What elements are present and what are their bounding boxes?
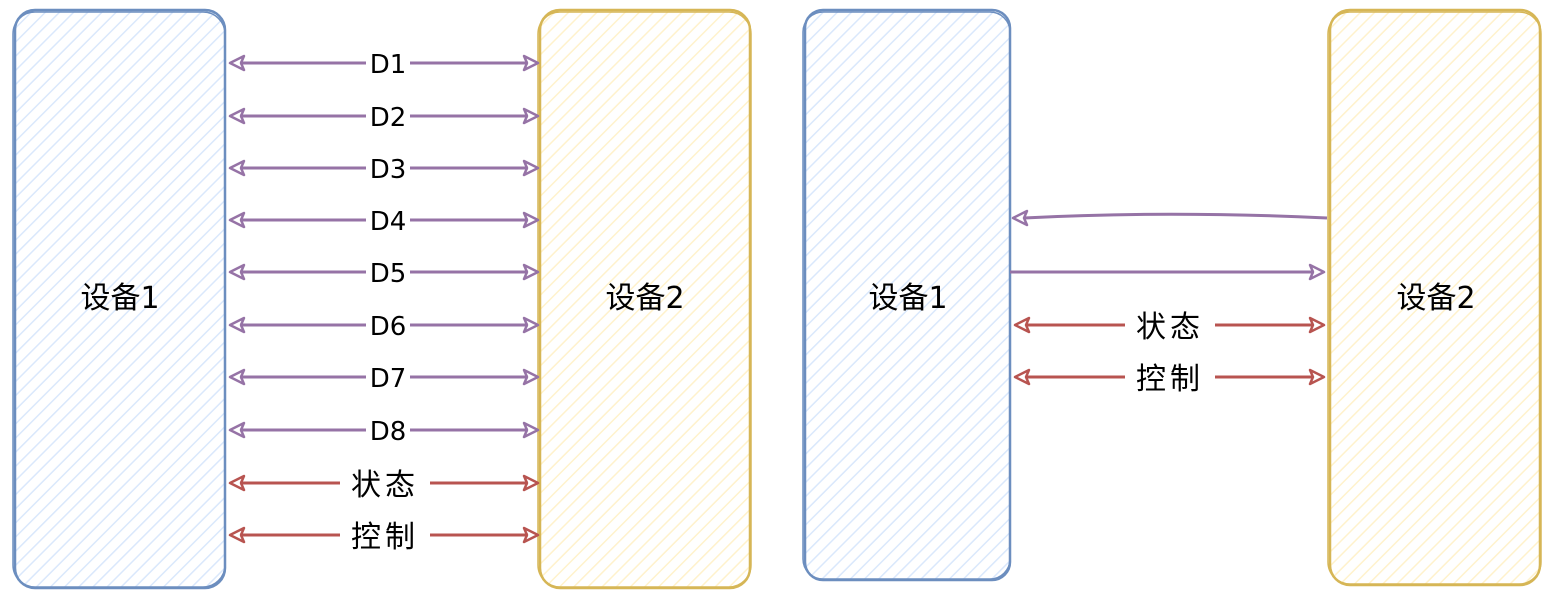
- left-link-d6: D6: [228, 310, 540, 342]
- left-link-d4: D4: [228, 205, 540, 237]
- left-link-d1-label: D1: [370, 50, 407, 80]
- left-link-d5-label: D5: [370, 259, 407, 289]
- left-device-2-label: 设备2: [605, 281, 684, 316]
- left-device-1-label: 设备1: [80, 281, 159, 316]
- right-device-1-box: 设备1: [802, 8, 1012, 582]
- left-link-d6-label: D6: [370, 312, 407, 342]
- left-link-d3: D3: [228, 153, 540, 185]
- left-link-d2: D2: [228, 101, 540, 133]
- left-link-d8-label: D8: [370, 417, 407, 447]
- left-device-1-box: 设备1: [12, 8, 227, 590]
- left-link-control-label: 控制: [351, 520, 419, 555]
- left-link-d8: D8: [228, 415, 540, 447]
- right-device-2-box: 设备2: [1327, 8, 1542, 587]
- left-link-d7-label: D7: [370, 364, 407, 394]
- left-link-d2-label: D2: [370, 103, 407, 133]
- left-link-d5: D5: [228, 257, 540, 289]
- right-link-to-device-2: [1010, 263, 1326, 281]
- right-link-status: 状态: [1013, 305, 1326, 345]
- right-link-status-label: 状态: [1136, 310, 1204, 345]
- right-link-control: 控制: [1013, 357, 1326, 397]
- left-diagram: 设备1 设备2 D1 D2 D3: [12, 8, 752, 590]
- right-device-1-label: 设备1: [868, 281, 947, 316]
- left-link-status: 状态: [228, 463, 540, 503]
- right-diagram: 设备1 设备2 状态 控: [802, 8, 1542, 587]
- left-link-d1: D1: [228, 48, 540, 80]
- right-link-control-label: 控制: [1136, 362, 1204, 397]
- left-link-d7: D7: [228, 362, 540, 394]
- left-device-2-box: 设备2: [537, 8, 752, 590]
- left-link-d4-label: D4: [370, 207, 407, 237]
- left-link-control: 控制: [228, 515, 540, 555]
- right-device-2-label: 设备2: [1396, 281, 1475, 316]
- left-link-d3-label: D3: [370, 155, 407, 185]
- right-link-to-device-1: [1011, 209, 1328, 227]
- left-link-status-label: 状态: [351, 468, 419, 503]
